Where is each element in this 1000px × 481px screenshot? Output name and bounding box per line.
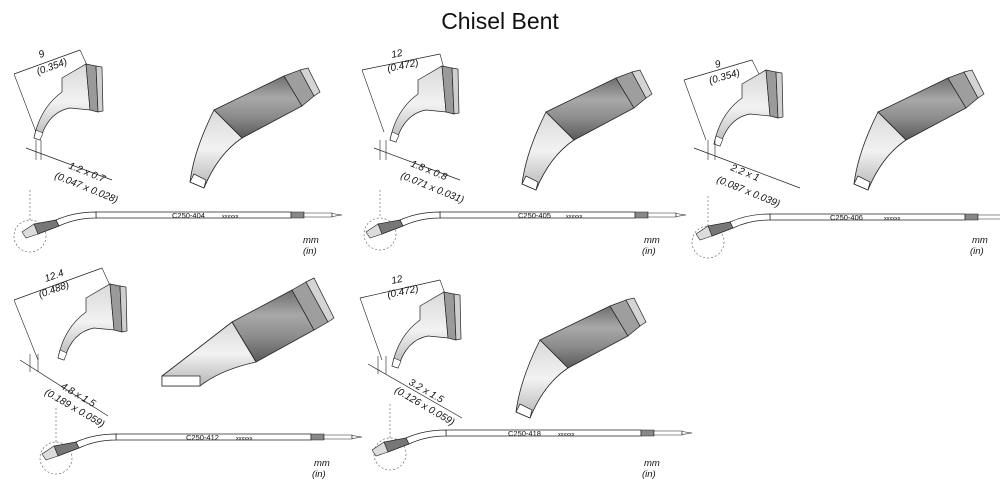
unit-in: (in) <box>970 246 984 257</box>
tip-panel-c250-406: 9 (0.354) 2.2 x 1 (0.087 x 0.039) C250-4… <box>683 59 1000 259</box>
serial-label: xxxxxx <box>236 436 253 442</box>
unit-mm: mm <box>644 458 660 469</box>
model-label: C250-412 <box>186 433 219 442</box>
unit-mm: mm <box>314 458 330 469</box>
unit-in: (in) <box>303 246 317 257</box>
serial-label: xxxxxx <box>884 216 901 222</box>
unit-mm: mm <box>972 235 988 246</box>
size-dimension: 3.2 x 1.5 (0.126 x 0.059) <box>367 356 463 428</box>
unit-in: (in) <box>312 469 326 480</box>
length-in: (0.488) <box>37 280 71 301</box>
tip-panel-c250-405: 12 (0.472) 1.8 x 0.8 (0.071 x 0.031) C25… <box>361 48 687 257</box>
length-mm: 12 <box>390 274 404 287</box>
length-mm: 12 <box>390 48 404 61</box>
unit-mm: mm <box>644 235 660 246</box>
serial-label: xxxxxx <box>566 214 583 220</box>
size-dimension: 4.8 x 1.5 (0.189 x 0.059) <box>19 354 109 430</box>
length-dimension: 12 (0.472) <box>359 274 449 361</box>
length-mm: 9 <box>37 48 46 60</box>
tip-panel-c250-418: 12 (0.472) 3.2 x 1.5 (0.126 x 0.059) C25… <box>359 274 693 480</box>
length-in: (0.472) <box>386 284 419 301</box>
tip-profile: C250-405 xxxxxx <box>363 190 687 251</box>
tip-profile: C250-412 xxxxxx <box>39 408 363 475</box>
tip-panel-c250-412: 12.4 (0.488) 4.8 x 1.5 (0.189 x 0.059) C… <box>13 267 363 480</box>
unit-in: (in) <box>642 469 656 480</box>
page-title: Chisel Bent <box>441 8 559 34</box>
length-in: (0.354) <box>708 68 741 87</box>
size-dimension: 1.2 x 0.7 (0.047 x 0.028) <box>25 140 119 206</box>
model-label: C250-404 <box>172 211 205 220</box>
tip-panel-c250-404: 9 (0.354) 1.2 x 0.7 (0.047 x 0.028) C250… <box>13 48 343 257</box>
tip-profile: C250-404 xxxxxx <box>13 190 343 253</box>
serial-label: xxxxxx <box>222 214 239 220</box>
model-label: C250-418 <box>508 429 541 438</box>
unit-mm: mm <box>303 235 319 246</box>
size-dimension: 2.2 x 1 (0.087 x 0.039) <box>693 140 801 210</box>
model-label: C250-405 <box>518 211 551 220</box>
size-dimension: 1.8 x 0.8 (0.071 x 0.031) <box>373 140 465 206</box>
tip-profile: C250-406 xxxxxx <box>691 196 1000 259</box>
length-mm: 9 <box>714 59 723 71</box>
serial-label: xxxxxx <box>558 432 575 438</box>
unit-in: (in) <box>642 246 656 257</box>
big-view <box>161 277 335 387</box>
length-in: (0.472) <box>386 58 419 75</box>
model-label: C250-406 <box>830 213 863 222</box>
tip-profile: C250-418 xxxxxx <box>371 404 693 471</box>
